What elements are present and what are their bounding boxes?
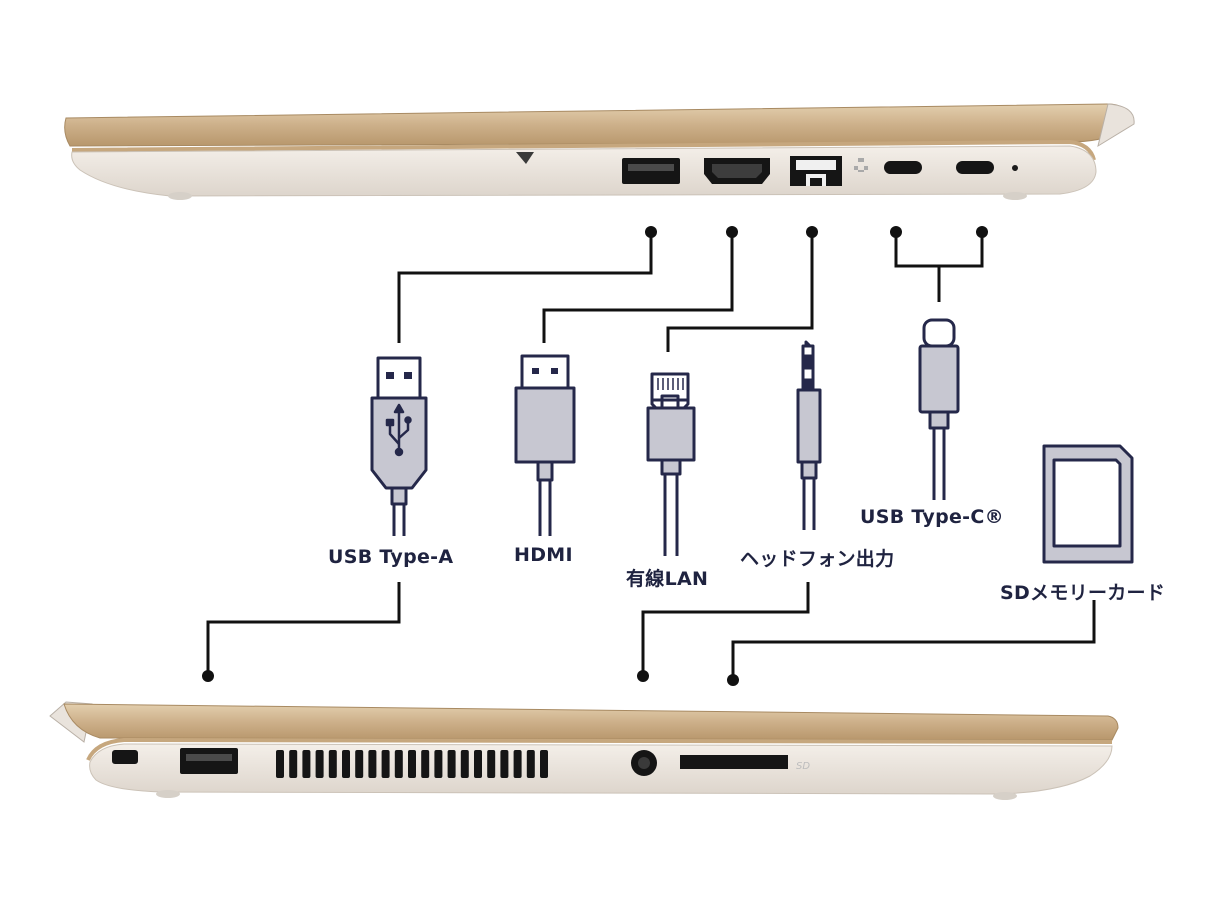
vent-slot: [434, 750, 443, 778]
usb-c-port-1-icon: [884, 161, 922, 174]
vent-slot: [526, 750, 535, 778]
vent-slot: [368, 750, 377, 778]
wired-lan-label: 有線LAN: [626, 568, 709, 590]
vent-slot: [540, 750, 548, 778]
lan-port-icon: [790, 156, 842, 186]
headphone-jack-icon: [631, 750, 657, 776]
vent-slot: [381, 750, 390, 778]
sd-memory-card-label: SDメモリーカード: [1000, 582, 1166, 604]
leader-lines: [206, 232, 1096, 680]
usb-a-port-icon: [622, 158, 680, 184]
vent-slot: [289, 750, 298, 778]
usb-type-c-label: USB Type-C®: [860, 506, 1004, 528]
vent-slot: [513, 750, 522, 778]
vent-slot: [421, 750, 430, 778]
laptop-lid: [64, 103, 1129, 147]
security-lock-slot-icon: [112, 750, 138, 764]
usb-type-a-label: USB Type-A: [328, 546, 454, 568]
vent-slot: [447, 750, 456, 778]
sd-card-icon: [1042, 444, 1134, 564]
laptop-right-side: [64, 103, 1135, 200]
hdmi-plug-icon: [514, 354, 576, 536]
laptop-base: [71, 145, 1097, 197]
vent-slot: [474, 750, 482, 778]
vent-slot: [408, 750, 416, 778]
vent-slot: [315, 750, 324, 778]
laptop-lid: [63, 703, 1119, 741]
leader-dots: [202, 226, 988, 686]
laptop-left-side: SD: [49, 701, 1119, 800]
sd-logo-icon: SD: [796, 761, 810, 772]
vent-slot: [276, 750, 284, 778]
usb-a-plug-icon: [370, 356, 428, 536]
lan-plug-icon: [646, 372, 696, 556]
vent-slot: [328, 750, 337, 778]
usb-a-port-icon: [180, 748, 238, 774]
vent-slot: [500, 750, 509, 778]
hdmi-port-icon: [704, 158, 770, 184]
vent-slot: [460, 750, 469, 778]
headphone-plug-icon: [796, 340, 822, 530]
vent-slot: [342, 750, 350, 778]
sd-card-slot-icon: [680, 755, 788, 769]
vent-slot: [487, 750, 496, 778]
usb-c-port-2-icon: [956, 161, 994, 174]
air-vent-icon: [276, 750, 548, 778]
headphone-output-label: ヘッドフォン出力: [740, 548, 895, 570]
vent-slot: [355, 750, 364, 778]
vent-slot: [394, 750, 403, 778]
laptop-base: [89, 743, 1113, 795]
hdmi-label: HDMI: [514, 544, 573, 566]
vent-slot: [302, 750, 311, 778]
network-icon: [854, 158, 868, 172]
usb-c-plug-icon: [918, 318, 960, 500]
power-led-icon: [1012, 165, 1018, 171]
